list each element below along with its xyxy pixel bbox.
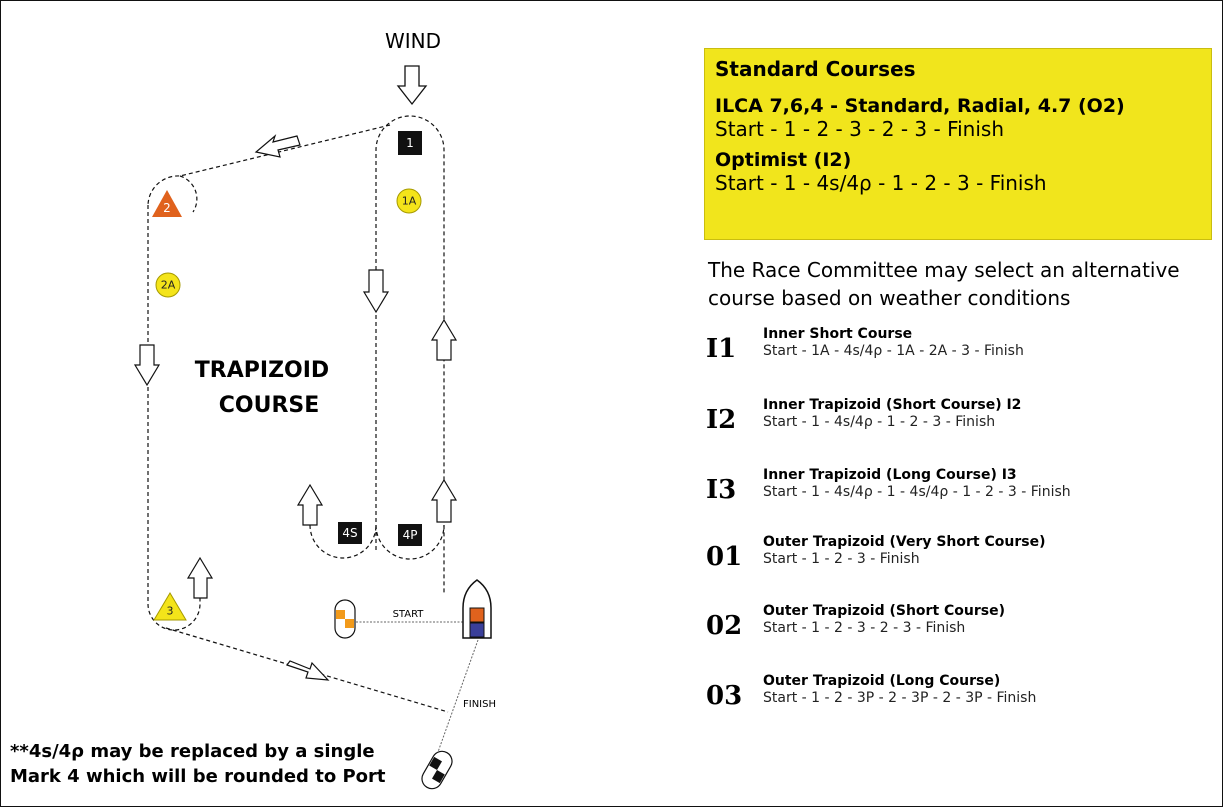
standard-course-name: ILCA 7,6,4 - Standard, Radial, 4.7 (O2) [715,95,1125,117]
standard-courses-title: Standard Courses [715,57,916,81]
alt-course-sequence: Start - 1 - 4s/4ρ - 1 - 2 - 3 - Finish [763,414,996,430]
alt-course-code: I2 [706,405,737,435]
mark-2-label: 2 [163,201,171,215]
standard-course-name: Optimist (I2) [715,149,852,171]
arrow-4p-up-icon [430,478,458,523]
arrow-mark3-up-icon [186,556,214,599]
arrow-top-leg-icon [254,134,301,158]
finish-label: FINISH [463,699,496,710]
alt-course-sequence: Start - 1 - 2 - 3P - 2 - 3P - 2 - 3P - F… [763,690,1037,706]
alt-course-sequence: Start - 1A - 4s/4ρ - 1A - 2A - 3 - Finis… [763,343,1024,359]
finish-buoy [421,750,453,790]
wind-arrow-icon [396,65,428,106]
committee-boat [462,579,492,639]
alt-course-name: Inner Trapizoid (Long Course) I3 [763,467,1017,483]
alt-course-sequence: Start - 1 - 4s/4ρ - 1 - 4s/4ρ - 1 - 2 - … [763,484,1071,500]
alt-course-name: Inner Trapizoid (Short Course) I2 [763,397,1022,413]
mark-1a-label: 1A [402,195,417,208]
start-pin-buoy [334,599,356,639]
course-title-line1: TRAPIZOID [195,358,329,383]
alt-course-code: 03 [706,681,743,711]
mark-1a [396,188,422,214]
alt-course-name: Inner Short Course [763,326,913,342]
standard-course-sequence: Start - 1 - 4s/4ρ - 1 - 2 - 3 - Finish [715,171,1047,195]
footnote-line-1: **4s/4ρ may be replaced by a single [10,741,375,762]
arrow-inner-up-icon [430,318,458,361]
alt-course-code: 02 [706,611,743,641]
course-title-line2: COURSE [219,393,320,418]
mark-3 [153,592,187,621]
alt-course-name: Outer Trapizoid (Very Short Course) [763,534,1046,550]
standard-courses-box: Standard Courses ILCA 7,6,4 - Standard, … [704,48,1212,240]
mark-4s [338,522,362,544]
arrow-4s-up-icon [296,483,324,526]
alternative-course-note: The Race Committee may select an alterna… [708,258,1180,310]
standard-course-sequence: Start - 1 - 2 - 3 - 2 - 3 - Finish [715,117,1005,141]
mark-1-label: 1 [406,136,414,150]
footnote-line-2: Mark 4 which will be rounded to Port [10,766,386,787]
course-diagram: WIND 1 1A 2 2A 3 4S 4P [133,29,496,790]
mark-1 [398,131,422,155]
mark-3-label: 3 [167,605,174,618]
footnote: **4s/4ρ may be replaced by a single Mark… [10,739,430,789]
alt-course-code: I3 [706,475,737,505]
alt-course-code: I1 [706,334,737,364]
start-label: START [393,609,425,620]
mark-2 [152,190,182,217]
alt-course-code: 01 [706,542,743,572]
finish-line [437,639,479,753]
alt-course-sequence: Start - 1 - 2 - 3 - Finish [763,551,920,567]
wind-label: WIND [385,29,441,53]
mark-4p [398,524,422,546]
arrow-left-leg-icon [133,344,161,387]
mark-2a [155,272,181,298]
mark-4p-label: 4P [403,528,418,542]
alt-course-name: Outer Trapizoid (Short Course) [763,603,1006,619]
arrow-bottom-reach-icon [286,660,330,681]
mark-2a-label: 2A [161,279,176,292]
mark-4s-label: 4S [342,526,357,540]
alt-course-name: Outer Trapizoid (Long Course) [763,673,1001,689]
alt-course-sequence: Start - 1 - 2 - 3 - 2 - 3 - Finish [763,620,966,636]
arrow-inner-down-icon [362,269,390,314]
